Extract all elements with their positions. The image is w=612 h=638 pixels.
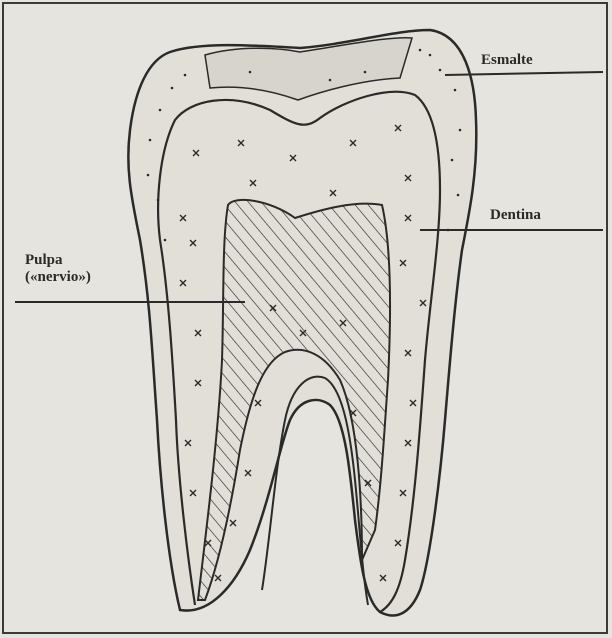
pulpa-label-line2: («nervio») (25, 269, 91, 286)
pulpa-label: Pulpa («nervio») (25, 252, 91, 286)
esmalte-label: Esmalte (481, 52, 533, 69)
pulpa-label-line1: Pulpa (25, 252, 91, 269)
dentina-label: Dentina (490, 207, 541, 224)
